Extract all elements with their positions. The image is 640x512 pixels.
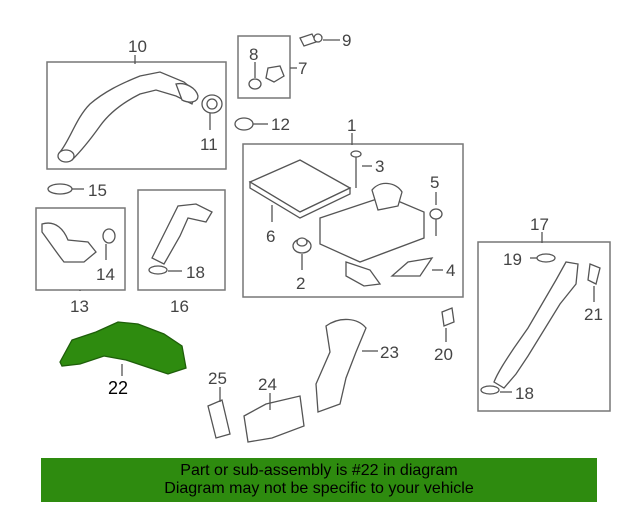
part-10-intake-duct[interactable]: [57, 71, 199, 163]
part-6-filter-element[interactable]: [248, 159, 352, 219]
callout-19: 19: [503, 250, 522, 269]
callout-9: 9: [342, 31, 351, 50]
part-16-hose[interactable]: [151, 203, 213, 265]
part-3-bolt[interactable]: [350, 150, 362, 188]
part-11-clamp-ring[interactable]: [201, 94, 223, 114]
part-23-duct[interactable]: [315, 318, 367, 413]
callout-13: 13: [70, 297, 89, 316]
part-7-bracket[interactable]: [265, 65, 285, 83]
part-1-air-cleaner-box[interactable]: [319, 182, 425, 287]
callout-22: 22: [108, 378, 128, 398]
callout-24: 24: [258, 375, 277, 394]
callout-11: 11: [200, 135, 218, 154]
group-box-7: [237, 35, 291, 99]
part-13-hose[interactable]: [41, 222, 97, 263]
callout-23: 23: [380, 343, 399, 362]
info-banner: Part or sub-assembly is #22 in diagram D…: [41, 458, 597, 502]
callout-20: 20: [434, 345, 453, 364]
banner-line-1: Part or sub-assembly is #22 in diagram: [180, 462, 458, 479]
part-9-bolt[interactable]: [299, 33, 323, 47]
part-18b-clamp[interactable]: [480, 385, 500, 395]
part-12-clamp[interactable]: [234, 117, 254, 131]
callout-16: 16: [170, 297, 189, 316]
part-4-bracket[interactable]: [390, 257, 434, 277]
part-22-cover-highlighted[interactable]: [59, 321, 187, 375]
part-24-duct[interactable]: [243, 395, 305, 443]
callout-21: 21: [584, 305, 603, 324]
callout-3: 3: [375, 157, 384, 176]
group-box-1: [242, 143, 464, 298]
callout-25: 25: [208, 369, 227, 388]
callout-2: 2: [296, 274, 305, 293]
group-box-17: [477, 241, 611, 412]
part-8-clip[interactable]: [248, 78, 262, 90]
banner-line-2: Diagram may not be specific to your vehi…: [164, 480, 474, 497]
callout-7: 7: [298, 59, 307, 78]
part-14-clamp[interactable]: [102, 228, 116, 244]
part-20-clip[interactable]: [441, 307, 455, 327]
callout-10: 10: [128, 37, 147, 56]
callout-8: 8: [249, 45, 258, 64]
callout-15: 15: [88, 181, 107, 200]
group-box-16: [137, 189, 226, 291]
part-19-clamp[interactable]: [536, 253, 556, 263]
callout-1: 1: [347, 116, 356, 135]
part-5-bolt[interactable]: [429, 208, 443, 236]
callout-17: 17: [530, 215, 549, 234]
part-2-grommet[interactable]: [292, 237, 312, 254]
part-18a-clamp[interactable]: [148, 265, 168, 275]
callout-12: 12: [271, 115, 290, 134]
callout-6: 6: [266, 227, 275, 246]
part-17-duct[interactable]: [493, 261, 579, 389]
callout-5: 5: [430, 173, 439, 192]
group-box-10: [46, 61, 227, 170]
callout-4: 4: [446, 261, 455, 280]
part-25-filter[interactable]: [207, 399, 231, 439]
callout-14: 14: [96, 265, 115, 284]
callout-18b: 18: [515, 384, 534, 403]
part-15-clamp[interactable]: [47, 183, 73, 195]
callout-18a: 18: [186, 263, 205, 282]
part-21-bracket[interactable]: [587, 263, 601, 285]
